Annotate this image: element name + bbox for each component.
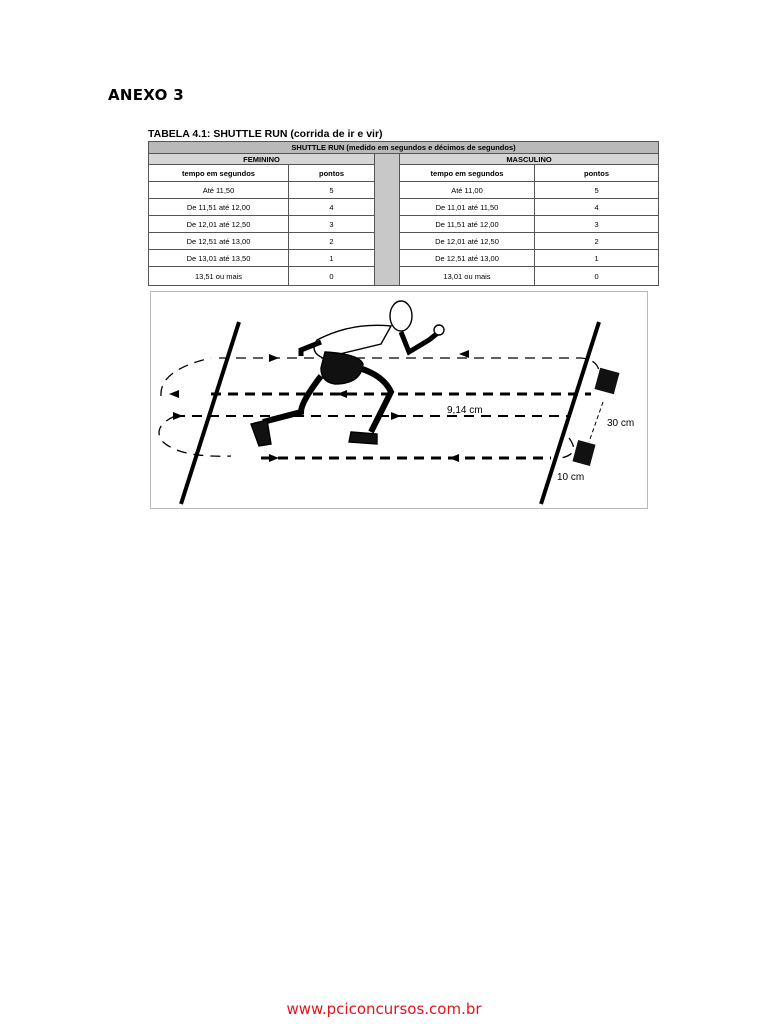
distance-label: 9,14 cm <box>447 405 483 416</box>
width-label: 30 cm <box>607 418 634 429</box>
direction-arrows <box>169 350 469 462</box>
runner-shoe-back <box>250 419 272 447</box>
male-points-cell: 4 <box>533 198 660 216</box>
female-time-cell: De 11,51 até 12,00 <box>148 198 289 216</box>
shuttle-run-table: SHUTTLE RUN (medido em segundos e décimo… <box>147 141 660 286</box>
runner-head <box>389 300 413 332</box>
block-bottom <box>572 440 596 466</box>
female-points-cell: 3 <box>288 215 375 233</box>
male-time-cell: De 12,01 até 12,50 <box>399 232 535 250</box>
female-points-cell: 4 <box>288 198 375 216</box>
block-top <box>594 367 620 395</box>
female-points-header: pontos <box>288 164 375 182</box>
male-label: MASCULINO <box>398 153 660 165</box>
width-dimension-line <box>588 401 604 443</box>
runner-arm-front <box>398 330 441 356</box>
shuttle-run-illustration: 9,14 cm 30 cm 10 cm <box>150 291 648 509</box>
female-time-cell: De 13,01 até 13,50 <box>148 249 289 267</box>
runner-fist <box>433 324 445 336</box>
female-time-cell: De 12,01 até 12,50 <box>148 215 289 233</box>
runner-arm-back <box>298 339 322 356</box>
runner-leg-back <box>262 374 324 425</box>
runner-shorts <box>320 351 364 385</box>
female-time-cell: Até 11,50 <box>148 181 289 199</box>
running-path <box>158 357 601 460</box>
shuttle-run-drawing: 9,14 cm 30 cm 10 cm <box>158 300 634 505</box>
female-time-cell: 13,51 ou mais <box>148 266 289 286</box>
female-time-cell: De 12,51 até 13,00 <box>148 232 289 250</box>
male-points-cell: 1 <box>533 249 660 267</box>
table-row: 13,51 ou mais 0 13,01 ou mais 0 <box>148 266 660 286</box>
table-row: De 11,51 até 12,00 4 De 11,01 até 11,50 … <box>148 198 660 216</box>
table-row: De 13,01 até 13,50 1 De 12,51 até 13,00 … <box>148 249 660 267</box>
female-time-header: tempo em segundos <box>148 164 289 182</box>
block-label: 10 cm <box>557 472 584 483</box>
male-time-cell: De 11,01 até 11,50 <box>399 198 535 216</box>
table-row: Até 11,50 5 Até 11,00 5 <box>148 181 660 199</box>
runner-figure <box>250 300 445 447</box>
start-line <box>179 321 241 505</box>
male-time-cell: 13,01 ou mais <box>399 266 535 286</box>
table-header: SHUTTLE RUN (medido em segundos e décimo… <box>147 141 660 154</box>
female-points-cell: 2 <box>288 232 375 250</box>
male-points-cell: 5 <box>533 181 660 199</box>
female-label: FEMININO <box>148 153 375 165</box>
male-points-cell: 0 <box>533 266 660 286</box>
female-points-cell: 1 <box>288 249 375 267</box>
table-row: De 12,51 até 13,00 2 De 12,01 até 12,50 … <box>148 232 660 250</box>
male-points-cell: 3 <box>533 215 660 233</box>
table-row: De 12,01 até 12,50 3 De 11,51 até 12,00 … <box>148 215 660 233</box>
annex-heading: ANEXO 3 <box>108 86 184 104</box>
male-time-cell: Até 11,00 <box>399 181 535 199</box>
male-time-cell: De 12,51 até 13,00 <box>399 249 535 267</box>
column-separator <box>374 153 400 286</box>
female-points-cell: 0 <box>288 266 375 286</box>
male-time-cell: De 11,51 até 12,00 <box>399 215 535 233</box>
runner-torso <box>313 324 393 359</box>
finish-line <box>539 321 601 505</box>
male-time-header: tempo em segundos <box>399 164 535 182</box>
male-points-header: pontos <box>533 164 660 182</box>
table-title: TABELA 4.1: SHUTTLE RUN (corrida de ir e… <box>148 128 383 140</box>
footer-url: www.pciconcursos.com.br <box>286 1000 482 1018</box>
runner-shoe-front <box>348 431 378 445</box>
male-points-cell: 2 <box>533 232 660 250</box>
female-points-cell: 5 <box>288 181 375 199</box>
